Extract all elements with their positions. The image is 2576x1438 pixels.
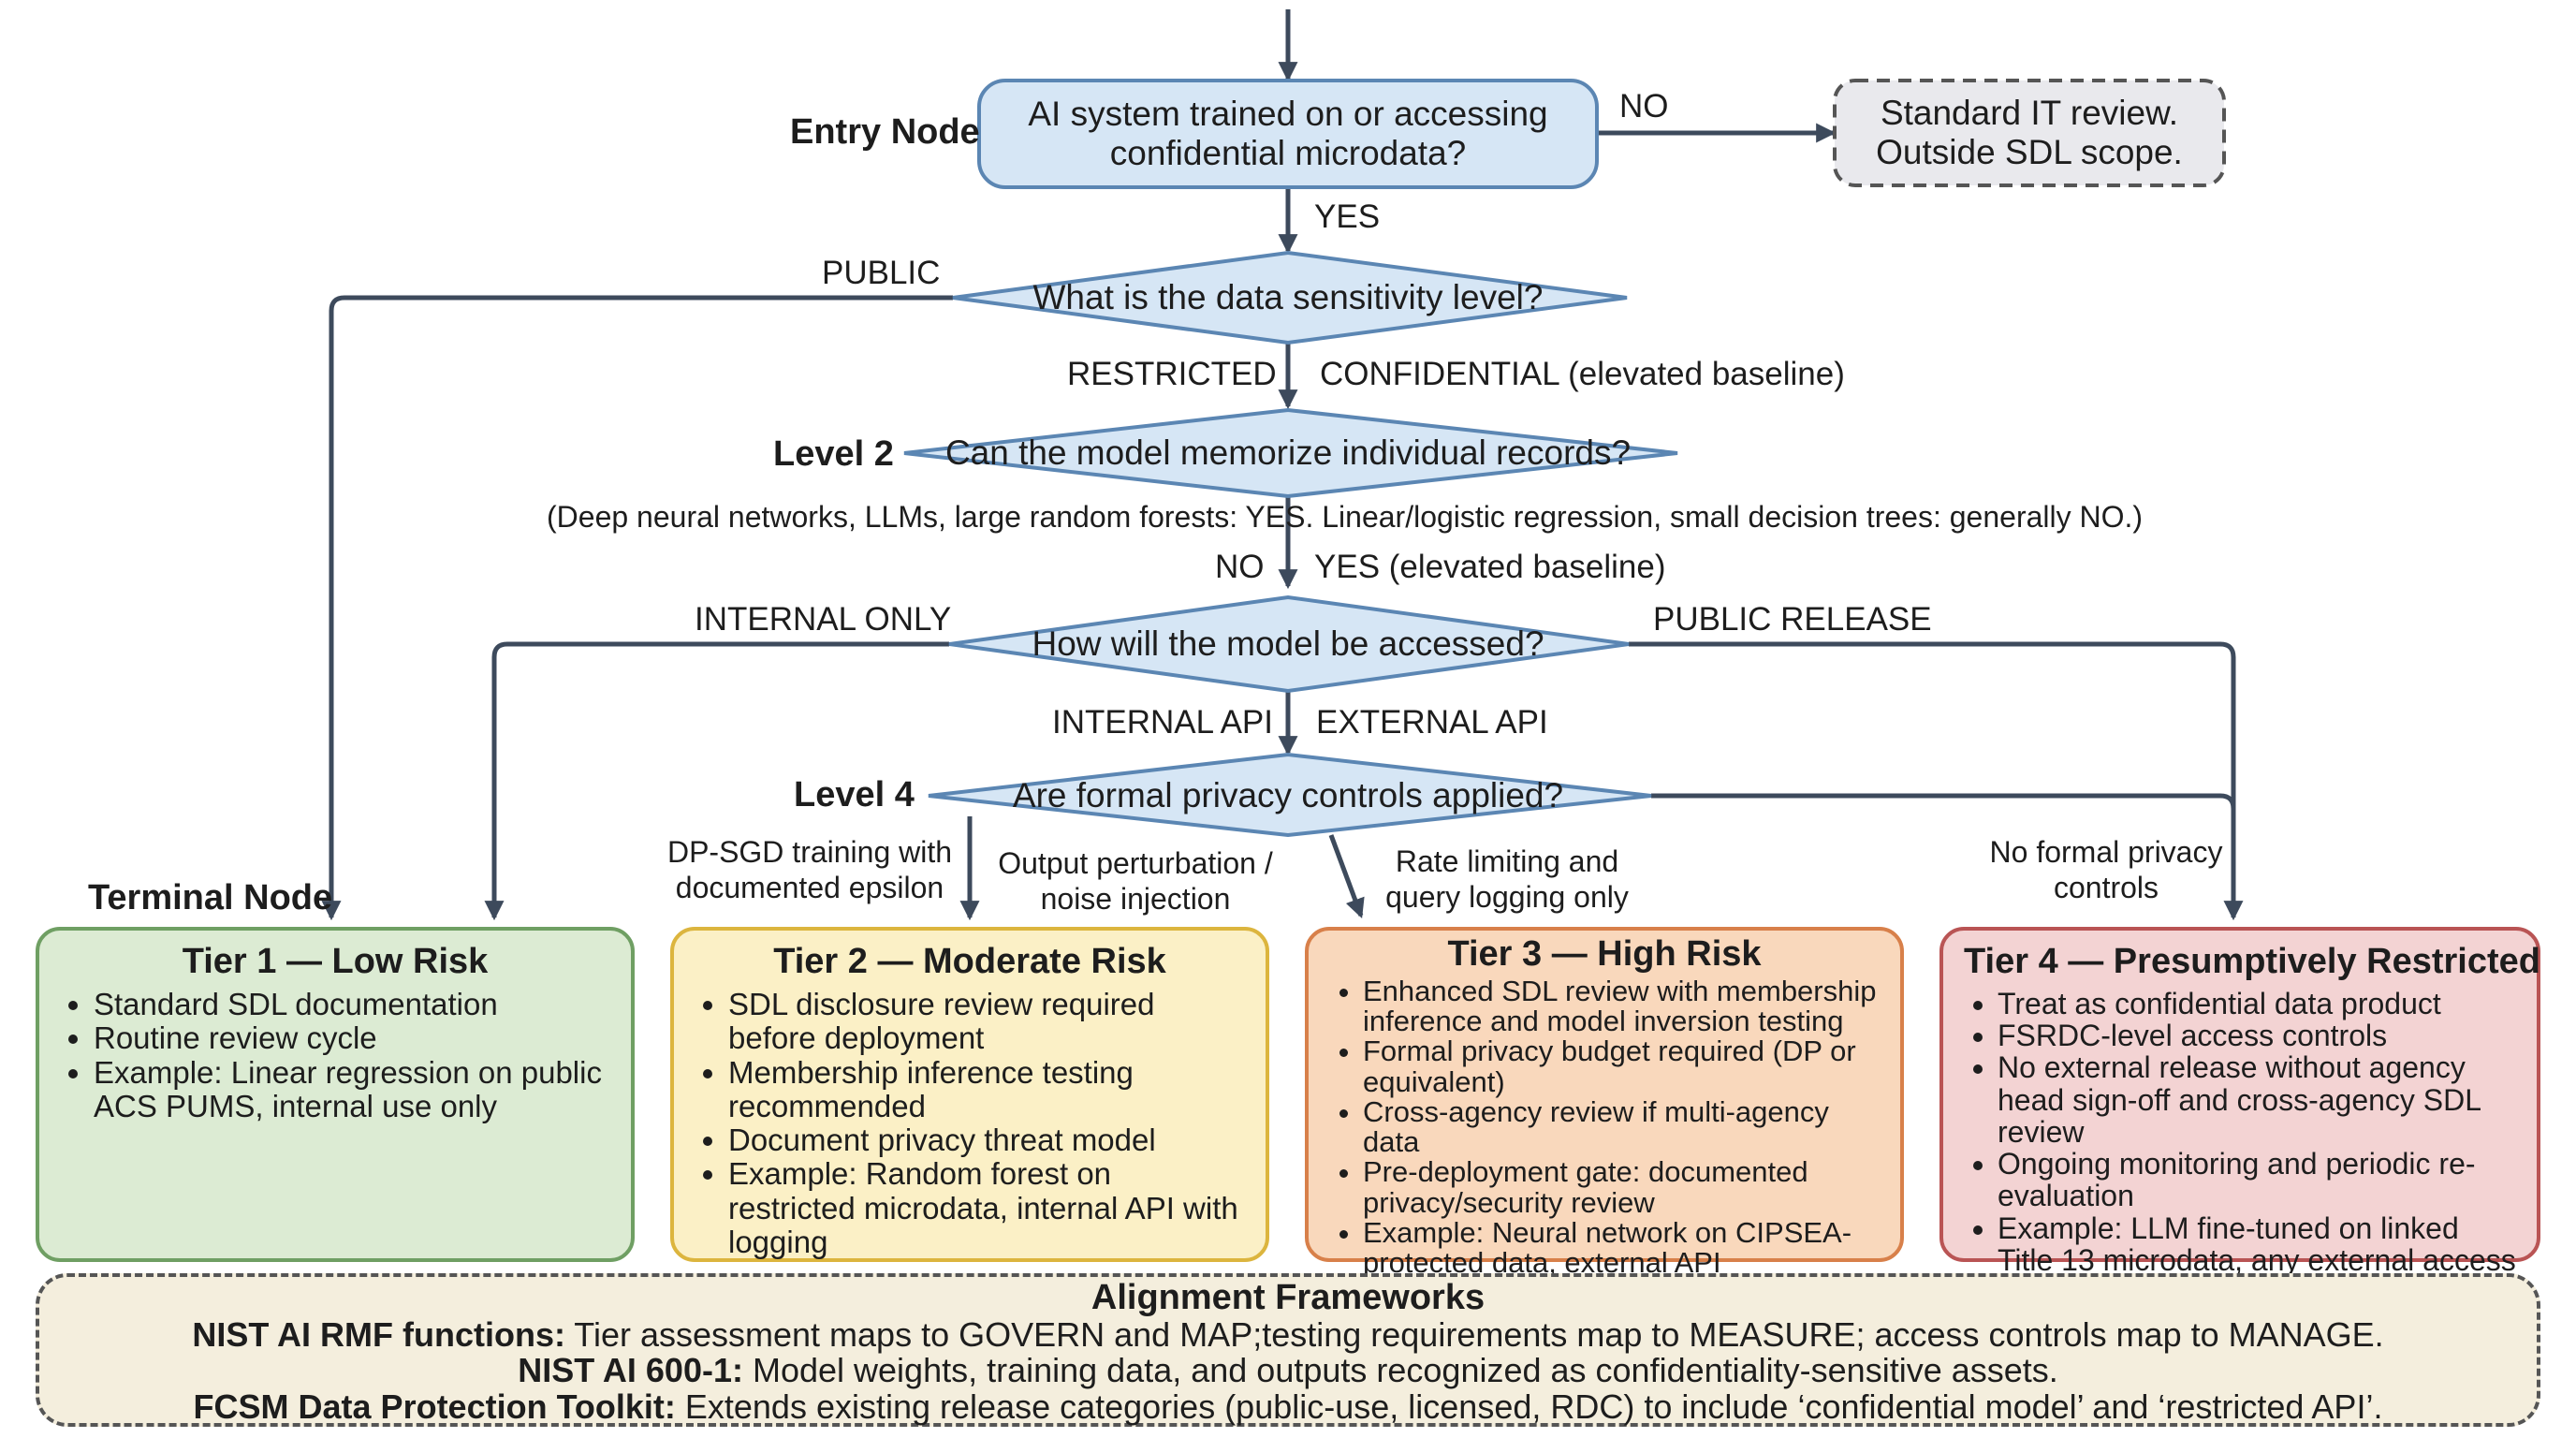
list-item: Example: Linear regression on public ACS… [94,1055,610,1124]
alignment-label: FCSM Data Protection Toolkit: [193,1387,676,1426]
memorize-note: (Deep neural networks, LLMs, large rando… [547,500,2144,534]
edge-label-yes: YES [1314,198,1381,235]
list-item: FSRDC-level access controls [1998,1020,2516,1051]
sensitivity-question: What is the data sensitivity level? [1032,278,1544,317]
tier-3-list: Enhanced SDL review with membership infe… [1329,976,1880,1278]
tier-1-list: Standard SDL documentation Routine revie… [60,987,610,1124]
list-item: Treat as confidential data product [1998,988,2516,1020]
tier-2-box: Tier 2 — Moderate Risk SDL disclosure re… [670,927,1269,1262]
arrow-internal-only-to-tier1 [484,641,949,921]
edge-label-restricted: RESTRICTED [1067,356,1277,392]
tier-2-list: SDL disclosure review required before de… [695,987,1245,1259]
tier-1-title: Tier 1 — Low Risk [182,942,489,981]
tier-4-title: Tier 4 — Presumptively Restricted [1964,942,2540,981]
alignment-row-fcsm: FCSM Data Protection Toolkit: Extends ex… [49,1387,2527,1426]
list-item: Routine review cycle [94,1020,610,1055]
entry-node-question: AI system trained on or accessing confid… [1028,95,1548,172]
tier-1-box: Tier 1 — Low Risk Standard SDL documenta… [36,927,635,1262]
arrow-rate-limiting-to-tier3 [1328,834,1365,918]
arrow-public-release-to-tier4 [1629,641,2244,921]
edge-label-no: NO [1619,88,1669,125]
edge-label-memorize-yes: YES (elevated baseline) [1314,549,1666,585]
sensitivity-decision-shape [952,250,1628,345]
edge-label-memorize-no: NO [1215,549,1265,585]
list-item: Enhanced SDL review with membership infe… [1363,976,1880,1036]
edge-label-internal-api: INTERNAL API [1052,704,1273,741]
access-question: How will the model be accessed? [1032,624,1544,664]
list-item: Example: Neural network on CIPSEA-protec… [1363,1217,1880,1278]
level-4-label: Level 4 [794,775,915,814]
tier-4-list: Treat as confidential data product FSRDC… [1964,988,2516,1276]
access-decision-shape [948,594,1630,694]
list-item: Standard SDL documentation [94,987,610,1021]
edge-label-public: PUBLIC [822,255,941,291]
edge-label-confidential: CONFIDENTIAL (elevated baseline) [1320,356,1845,392]
tier-3-title: Tier 3 — High Risk [1447,934,1762,974]
entry-node-label: Entry Node [790,112,980,152]
tier-4-box: Tier 4 — Presumptively Restricted Treat … [1939,927,2540,1276]
edge-label-no-formal-controls: No formal privacy controls [1989,835,2223,904]
list-item: Ongoing monitoring and periodic re-evalu… [1998,1148,2516,1212]
list-item: Example: LLM fine-tuned on linked Title … [1998,1211,2516,1276]
alignment-row-nist-rmf: NIST AI RMF functions: Tier assessment m… [49,1314,2527,1354]
level-2-label: Level 2 [773,434,894,474]
alignment-label: NIST AI 600-1: [518,1351,743,1390]
list-item: Membership inference testing recommended [728,1055,1245,1124]
outside-scope-text: Standard IT review. Outside SDL scope. [1876,94,2183,171]
outside-scope-box [1833,79,2226,187]
list-item: No external release without agency head … [1998,1051,2516,1148]
privacy-decision-shape [928,752,1652,838]
alignment-title: Alignment Frameworks [1090,1278,1486,1317]
edge-label-public-release: PUBLIC RELEASE [1653,601,1932,638]
list-item: Pre-deployment gate: documented privacy/… [1363,1157,1880,1218]
tier-2-title: Tier 2 — Moderate Risk [773,942,1166,981]
edge-label-external-api: EXTERNAL API [1316,704,1548,741]
arrow-public-to-tier1 [321,295,953,921]
edge-label-internal-only: INTERNAL ONLY [695,601,952,638]
memorize-decision-shape [903,407,1678,499]
terminal-node-label: Terminal Node [88,878,333,917]
alignment-text: Tier assessment maps to GOVERN and MAP;t… [564,1314,2384,1354]
edge-label-output-perturbation: Output perturbation / noise injection [998,846,1273,916]
edge-label-dp-sgd: DP-SGD training with documented epsilon [666,835,953,904]
alignment-label: NIST AI RMF functions: [192,1314,565,1354]
list-item: Formal privacy budget required (DP or eq… [1363,1036,1880,1097]
entry-node-box [977,79,1599,189]
tier-3-box: Tier 3 — High Risk Enhanced SDL review w… [1305,927,1904,1278]
alignment-text: Extends existing release categories (pub… [675,1387,2383,1426]
list-item: Document privacy threat model [728,1123,1245,1157]
arrow-no-formal-join [1651,793,2236,810]
list-item: Cross-agency review if multi-agency data [1363,1096,1880,1157]
list-item: Example: Random forest on restricted mic… [728,1157,1245,1259]
alignment-text: Model weights, training data, and output… [742,1351,2058,1390]
list-item: SDL disclosure review required before de… [728,987,1245,1056]
privacy-question: Are formal privacy controls applied? [1012,776,1564,815]
edge-label-rate-limiting: Rate limiting and query logging only [1385,844,1629,914]
alignment-row-nist-600: NIST AI 600-1: Model weights, training d… [49,1351,2527,1390]
memorize-question: Can the model memorize individual record… [944,433,1632,473]
alignment-frameworks-panel: Alignment Frameworks NIST AI RMF functio… [36,1273,2540,1427]
